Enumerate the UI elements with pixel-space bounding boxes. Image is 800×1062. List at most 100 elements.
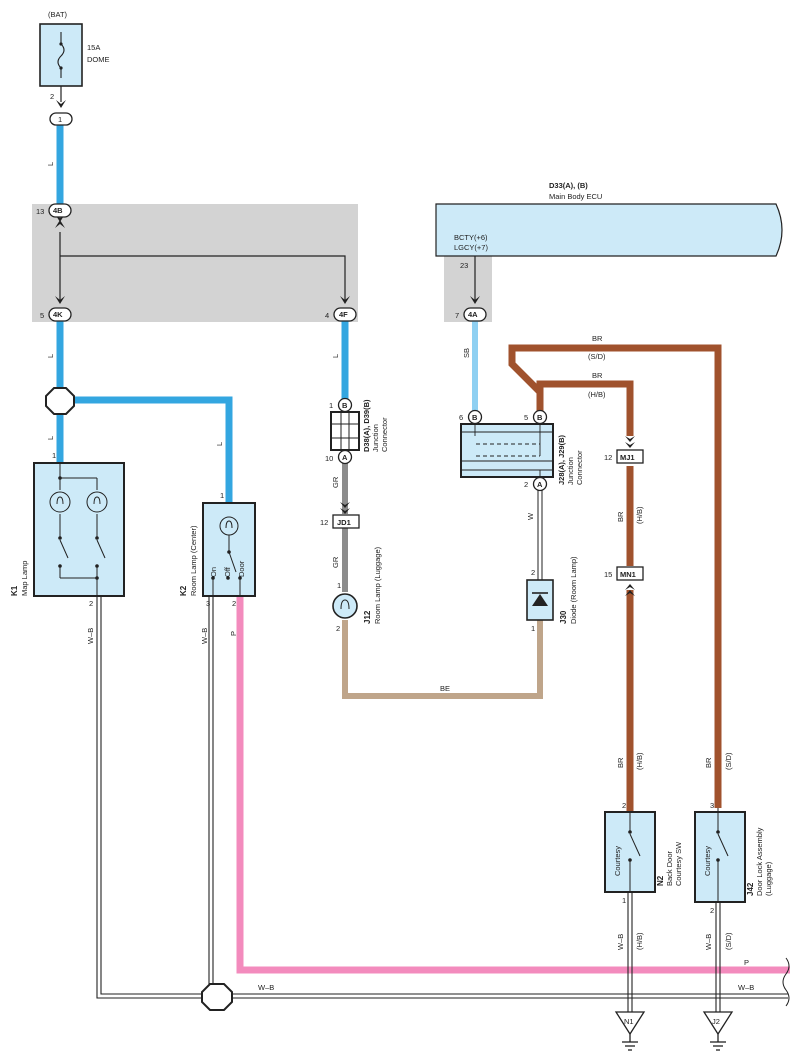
- wire-wb-group: [96, 596, 788, 1012]
- wire-label: L: [46, 436, 55, 440]
- map-lamp-internals: [49, 463, 108, 596]
- component-name: Junction: [371, 424, 380, 452]
- pin-label: 23: [460, 261, 468, 270]
- wire-br-hb: [536, 380, 634, 436]
- component-name: Door Lock Assembly: [755, 827, 764, 896]
- wire-label: (H/B): [588, 390, 606, 399]
- fuse-name: DOME: [87, 55, 110, 64]
- wire-be: [342, 620, 543, 699]
- wire-label: (H/B): [635, 752, 644, 770]
- ecu-name: Main Body ECU: [549, 192, 602, 201]
- junction-block-area: [32, 204, 358, 322]
- connector-rect-labels: [332, 449, 644, 581]
- junction-connector-j28: [460, 423, 554, 478]
- connector-name: 4F: [339, 310, 348, 319]
- fuse-rating: 15A: [87, 43, 100, 52]
- connector-name: A: [342, 453, 348, 462]
- switch-position: Door: [237, 560, 246, 577]
- wire-label: (S/D): [588, 352, 606, 361]
- connector-name: 1: [58, 115, 62, 124]
- back-door-switch-icon: [629, 812, 641, 892]
- junction-connector-d38-grid: [331, 412, 359, 450]
- component-code: K2: [179, 585, 188, 596]
- connector-name: B: [472, 413, 478, 422]
- pin-label: 12: [604, 453, 612, 462]
- pin-label: 15: [604, 570, 612, 579]
- wire-label: L: [331, 354, 340, 358]
- component-code: N2: [656, 875, 665, 886]
- wire-label: BR: [592, 371, 603, 380]
- bulb-icon: [340, 599, 350, 610]
- component-name: Diode (Room Lamp): [569, 556, 578, 624]
- wire-label: GR: [331, 556, 340, 568]
- component-name: Connector: [575, 450, 584, 485]
- pin-label: 3: [206, 599, 210, 608]
- component-name: Room Lamp (Center): [189, 525, 198, 596]
- ecu-terminal: LGCY(+7): [454, 243, 488, 252]
- pin-label: 2: [232, 599, 236, 608]
- component-name: Room Lamp (Luggage): [373, 546, 382, 624]
- pin-label: 12: [320, 518, 328, 527]
- switch-position: Off: [223, 566, 232, 577]
- component-code: J30: [559, 610, 568, 624]
- connector-name: B: [537, 413, 543, 422]
- connector-name: MN1: [620, 570, 636, 579]
- component-code: J42: [746, 882, 755, 896]
- wire-label: L: [215, 442, 224, 446]
- pin-label: 2: [710, 906, 714, 915]
- wire-p: [236, 596, 790, 974]
- connector-pills: [48, 112, 487, 322]
- pin-label: 5: [524, 413, 528, 422]
- junction-connector-j28-lines: [461, 424, 553, 477]
- wire-label: P: [744, 958, 749, 967]
- component-code: K1: [10, 585, 19, 596]
- component-code: J28(A), J29(B): [557, 434, 566, 485]
- connector-name: JD1: [337, 518, 351, 527]
- pin-label: 6: [459, 413, 463, 422]
- switch-position: On: [209, 567, 218, 577]
- ecu-terminal: BCTY(+6): [454, 233, 488, 242]
- wire-break-mark: [782, 957, 790, 1007]
- pin-label: 1: [622, 896, 626, 905]
- component-label: Courtesy: [613, 846, 622, 876]
- component-name: (Luggage): [764, 861, 773, 896]
- wire-label: BR: [592, 334, 603, 343]
- wire-label: BE: [440, 684, 450, 693]
- pin-label: 2: [524, 480, 528, 489]
- pin-label: 1: [337, 581, 341, 590]
- wire-label: W–B: [738, 983, 754, 992]
- pin-label: 4: [325, 311, 329, 320]
- component-label: Courtesy: [703, 846, 712, 876]
- wire-l-k2: [72, 396, 233, 503]
- wire-label: BR: [704, 757, 713, 768]
- wire-label: L: [46, 162, 55, 166]
- wire-label: BR: [616, 511, 625, 522]
- pin-label: 7: [455, 311, 459, 320]
- pin-label: 1: [220, 491, 224, 500]
- connector-name: 4B: [53, 206, 63, 215]
- connector-name: MJ1: [620, 453, 635, 462]
- ground-label: N1: [624, 1017, 634, 1026]
- pin-label: 2: [531, 568, 535, 577]
- door-lock-assembly-box: [694, 811, 746, 903]
- component-name: Back Door: [665, 850, 674, 886]
- wire-label: W–B: [258, 983, 274, 992]
- connector-pin-circles: [337, 397, 548, 492]
- pin-label: 5: [40, 311, 44, 320]
- wire-label: GR: [331, 476, 340, 488]
- diode-icon: [532, 594, 548, 606]
- map-lamp-bulb-icon: [56, 496, 101, 505]
- pin-label: 1: [329, 401, 333, 410]
- wire-br-sd: [508, 344, 722, 808]
- component-name: Courtesy SW: [674, 841, 683, 886]
- pin-label: 2: [622, 801, 626, 810]
- connector-name: B: [342, 401, 348, 410]
- wire-label: P: [229, 631, 238, 636]
- splice-junction-icon: [45, 387, 75, 415]
- connector-name: 4K: [53, 310, 63, 319]
- component-name: Connector: [380, 417, 389, 452]
- connector-name: 4A: [468, 310, 478, 319]
- pin-label: 10: [325, 454, 333, 463]
- pin-label: 2: [89, 599, 93, 608]
